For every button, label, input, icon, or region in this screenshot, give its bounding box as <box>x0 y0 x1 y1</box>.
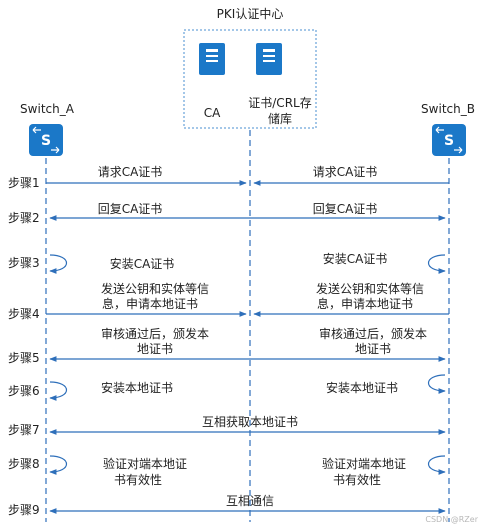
repository-label-line1: 证书/CRL存 <box>248 96 311 110</box>
step6-right-loop-arrow <box>427 374 446 394</box>
step5-left-text-line1: 审核通过后，颁发本 <box>101 326 209 341</box>
switch-b-icon: S <box>432 124 466 156</box>
step-label: 步骤1 <box>8 176 40 190</box>
step5-right-text-line1: 审核通过后，颁发本 <box>319 326 427 341</box>
step9-text: 互相通信 <box>226 494 274 508</box>
step8-right-text-line2: 书有效性 <box>333 472 381 487</box>
step5-left-text-line2: 地证书 <box>137 342 173 356</box>
pki-center-box <box>183 29 317 129</box>
step4-left-text-line1: 发送公钥和实体等信 <box>101 281 209 296</box>
svg-text:S: S <box>444 133 454 149</box>
watermark: CSDN @RZer <box>425 515 478 524</box>
step1-left-text: 请求CA证书 <box>98 165 163 179</box>
step-label: 步骤2 <box>8 211 40 225</box>
pki-center-title: PKI认证中心 <box>217 6 284 21</box>
step3-left-text: 安装CA证书 <box>110 256 175 271</box>
step2-left-text: 回复CA证书 <box>98 202 163 216</box>
step3-left-loop-arrow <box>49 254 68 274</box>
svg-text:S: S <box>41 133 51 149</box>
step-label: 步骤5 <box>8 351 40 365</box>
step8-left-text-line2: 书有效性 <box>114 472 162 487</box>
switch-b-label: Switch_B <box>421 102 475 116</box>
step8-left-loop-arrow <box>49 455 68 475</box>
step2-right-text: 回复CA证书 <box>313 202 378 216</box>
ca-server-icon <box>199 43 225 75</box>
step-label: 步骤8 <box>8 457 40 471</box>
step3-right-loop-arrow <box>427 254 446 274</box>
step6-left-text: 安装本地证书 <box>101 380 173 395</box>
step8-right-loop-arrow <box>427 455 446 475</box>
step4-right-text-line1: 发送公钥和实体等信 <box>316 281 424 296</box>
step-label: 步骤3 <box>8 256 40 270</box>
step3-right-text: 安装CA证书 <box>323 251 388 266</box>
step6-left-loop-arrow <box>49 381 68 401</box>
step-label: 步骤6 <box>8 384 40 398</box>
repository-server-icon <box>256 43 282 75</box>
step5-right-text-line2: 地证书 <box>355 342 391 356</box>
step6-right-text: 安装本地证书 <box>326 380 398 395</box>
repository-label-line2: 储库 <box>268 111 292 126</box>
step7-text: 互相获取本地证书 <box>202 415 298 429</box>
switch-a-label: Switch_A <box>20 102 75 116</box>
step4-right-text-line2: 息，申请本地证书 <box>317 296 413 311</box>
step8-right-text-line1: 验证对端本地证 <box>322 456 406 471</box>
switch-a-icon: S <box>29 124 63 156</box>
step4-left-text-line2: 息，申请本地证书 <box>102 296 198 311</box>
step8-left-text-line1: 验证对端本地证 <box>103 456 187 471</box>
ca-label: CA <box>204 106 221 120</box>
step-label: 步骤4 <box>8 307 40 321</box>
step-label: 步骤7 <box>8 423 40 437</box>
step-label: 步骤9 <box>8 503 40 517</box>
step1-right-text: 请求CA证书 <box>313 165 378 179</box>
